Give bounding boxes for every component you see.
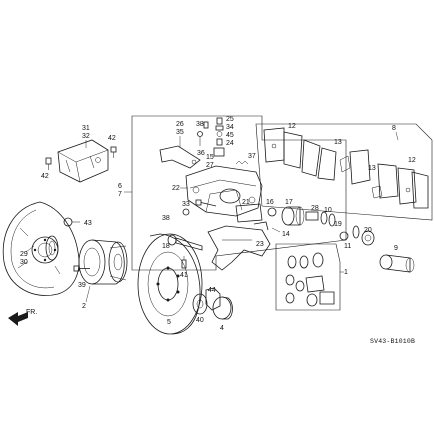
disc-screw-41 (181, 256, 187, 269)
parking-brake-bracket (57, 139, 109, 183)
callout-40: 40 (196, 317, 204, 324)
callout-11: 11 (344, 243, 351, 250)
callout-28: 28 (311, 205, 319, 212)
piston-seal-16 (267, 207, 277, 217)
catalog-code: SV43-B1010B (370, 338, 415, 345)
callout-44: 44 (208, 287, 216, 294)
callout-12-right: 12 (408, 157, 416, 164)
callout-21: 21 (242, 199, 250, 206)
callout-27: 27 (206, 162, 214, 169)
callout-26: 26 (176, 121, 184, 128)
bolt-43 (63, 217, 80, 227)
sleeve-9 (379, 254, 415, 273)
parking-lever (159, 145, 201, 169)
callout-13-lower: 13 (368, 165, 376, 172)
callout-22: 22 (172, 185, 180, 192)
brake-pads (263, 127, 429, 209)
callout-38-upper: 38 (196, 121, 204, 128)
callout-42-lower: 42 (41, 173, 49, 180)
callout-4: 4 (220, 325, 224, 332)
callout-7: 7 (118, 191, 122, 198)
callout-41: 41 (180, 272, 188, 279)
callout-34: 34 (226, 124, 234, 131)
callout-15: 15 (206, 154, 214, 161)
seal-kit-box (275, 243, 341, 311)
adjuster-parts (305, 211, 360, 241)
hub-bolt-39 (73, 265, 90, 272)
callout-18: 18 (162, 243, 170, 250)
spindle-nut-44 (205, 287, 221, 311)
callout-2: 2 (82, 303, 86, 310)
callout-12-left: 12 (288, 123, 296, 130)
callout-43: 43 (84, 220, 92, 227)
callout-25: 25 (226, 116, 234, 123)
callout-30: 30 (20, 259, 28, 266)
hub-cap-4 (212, 296, 233, 320)
caliper-bracket-23 (207, 225, 271, 271)
bolt-42-upper (110, 146, 117, 158)
pad-set-box (255, 123, 433, 221)
clip-14 (253, 221, 269, 231)
bleeder-38-upper (203, 121, 209, 129)
spring-37 (235, 160, 249, 165)
bolt-42-lower (45, 157, 52, 170)
washer-40 (192, 293, 208, 315)
callout-39: 39 (78, 282, 86, 289)
callout-8: 8 (392, 125, 396, 132)
callout-19: 19 (334, 221, 342, 228)
callout-16: 16 (266, 199, 274, 206)
callout-17: 17 (285, 199, 293, 206)
callout-35: 35 (176, 129, 184, 136)
dust-shield (2, 201, 80, 296)
callout-10: 10 (324, 207, 332, 214)
callout-6: 6 (118, 183, 122, 190)
callout-13-upper: 13 (334, 139, 342, 146)
caliper-body (185, 165, 263, 217)
seal-kit-parts (285, 252, 335, 307)
brake-disc (137, 233, 203, 335)
lever-bolt-36 (197, 131, 203, 146)
hub-bearing-unit (78, 239, 128, 285)
callout-32: 32 (82, 133, 90, 140)
callout-5: 5 (167, 319, 171, 326)
callout-24: 24 (226, 140, 234, 147)
callout-23: 23 (256, 241, 264, 248)
callout-33: 33 (182, 201, 190, 208)
callout-36: 36 (197, 150, 205, 157)
callout-29: 29 (20, 251, 28, 258)
piston-17 (281, 206, 305, 226)
callout-14: 14 (282, 231, 290, 238)
spring-20 (361, 230, 375, 246)
callout-42-upper: 42 (108, 135, 116, 142)
callout-20: 20 (364, 227, 372, 234)
callout-45: 45 (226, 132, 234, 139)
bleeder-stack (213, 117, 225, 157)
callout-37: 37 (248, 153, 256, 160)
callout-31: 31 (82, 125, 90, 132)
hub-seal (45, 235, 59, 261)
bolt-38-lower (182, 208, 190, 216)
direction-arrow-icon (8, 312, 28, 326)
callout-38-lower: 38 (162, 215, 170, 222)
callout-1: 1 (344, 269, 348, 276)
pin-bolt-33 (195, 199, 217, 207)
direction-label: FR. (26, 309, 37, 316)
callout-9: 9 (394, 245, 398, 252)
boot-18 (167, 234, 203, 251)
shim-21 (235, 203, 263, 223)
